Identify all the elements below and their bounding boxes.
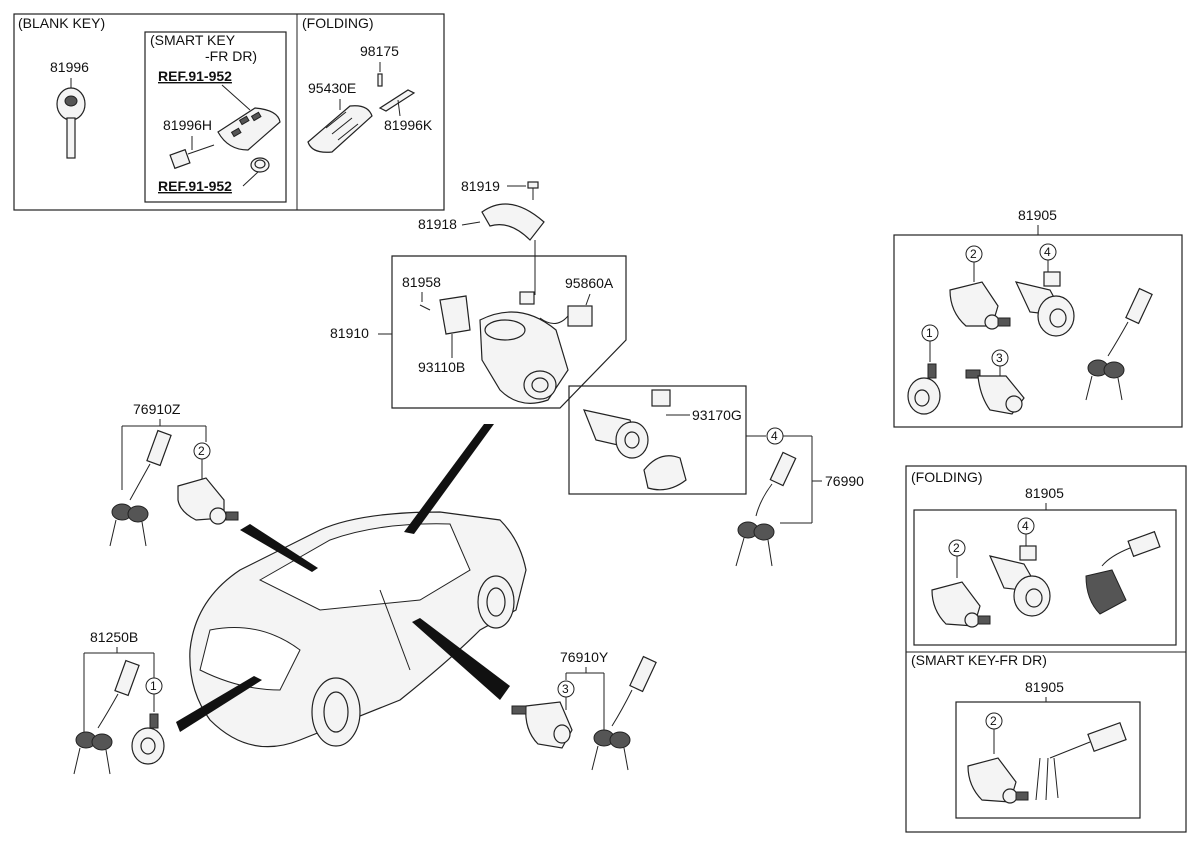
label-81918: 81918 [418,216,457,232]
callout-2-a-label: 2 [198,444,205,458]
pointer-trunk [176,676,262,732]
pointer-door-rh [412,618,510,700]
header-folding-top: (FOLDING) [302,15,374,31]
label-76990: 76990 [825,473,864,489]
label-76910y: 76910Y [560,649,609,665]
coin-battery-icon [250,157,270,173]
pointer-door-lh [240,524,318,572]
ref-label-1: REF.91-952 [158,68,232,84]
key-set-icon-81250b [73,659,140,775]
smart-key-set-icon [1035,721,1127,801]
small-screw-icon [419,304,431,311]
ignition-cylinder-icon-b [988,545,1051,617]
label-81250b: 81250B [90,629,138,645]
callout-3-b-label: 3 [996,351,1003,365]
header-smart-key-fr-dr: (SMART KEY-FR DR) [911,652,1047,668]
switch-body-icon [439,295,471,335]
pointer-ignition [404,424,494,534]
door-lock-icon-c [931,581,991,628]
door-lock-cylinder-icon-rh [511,701,573,749]
smart-key-frame [144,31,287,203]
car-icon [189,511,527,748]
header-folding-right: (FOLDING) [911,469,983,485]
trunk-cylinder-icon-a [907,363,941,415]
pin-icon [377,73,383,87]
ignition-connector-icon [519,291,593,327]
label-76910z: 76910Z [133,401,181,417]
smart-key-fob-icon [217,107,281,151]
label-81905-b: 81905 [1025,485,1064,501]
label-81996: 81996 [50,59,89,75]
top-left-frame [13,13,445,211]
trunk-lock-cylinder-icon [131,713,165,765]
label-81910: 81910 [330,325,369,341]
label-81905-c: 81905 [1025,679,1064,695]
label-93170g: 93170G [692,407,742,423]
header-smart-key-fr-dr: -FR DR) [205,48,257,64]
ignition-cylinder-icon-a [1014,271,1075,337]
label-81905-a: 81905 [1018,207,1057,223]
key-set-icon-a [1085,287,1153,401]
door-lock-cylinder-icon-lh [177,477,239,525]
callout-1-b-label: 1 [926,326,933,340]
lock-set-frame-a [893,234,1183,428]
right-outer-frame [905,465,1187,833]
callout-4-a-label: 4 [771,429,778,443]
callout-2-d-label: 2 [990,714,997,728]
label-81958: 81958 [402,274,441,290]
folding-key-icon-b [1085,530,1161,615]
emergency-key-icon [169,144,215,170]
shroud-icon [481,203,545,241]
callout-2-b-label: 2 [970,247,977,261]
callout-3-a-label: 3 [562,682,569,696]
key-set-icon-76910z [109,429,172,547]
ignition-frame [391,255,627,409]
label-81919: 81919 [461,178,500,194]
header-smart-key: (SMART KEY [150,32,236,48]
callout-2-c-label: 2 [953,541,960,555]
label-93110b: 93110B [418,359,465,375]
folding-key-fob-icon [307,105,373,153]
lock-set-frame-b [913,509,1177,646]
label-95860a: 95860A [565,275,614,291]
door-lock-icon-d [967,757,1029,804]
folding-key-blade-icon [378,89,416,112]
label-81996k: 81996K [384,117,433,133]
ref-label-2: REF.91-952 [158,178,232,194]
callout-4-c-label: 4 [1022,519,1029,533]
label-81996h: 81996H [163,117,212,133]
screw-icon [527,181,539,200]
label-98175: 98175 [360,43,399,59]
lock-set-frame-c [955,701,1141,819]
key-set-icon-76990 [735,451,797,567]
ignition-cylinder-icon [583,389,687,491]
key-set-icon-76910y [591,655,657,771]
callout-1-a-label: 1 [150,679,157,693]
ignition-lock-housing-icon [479,311,569,404]
callout-4-b-label: 4 [1044,245,1051,259]
door-lock-icon-a [949,281,1011,330]
door-lock-icon-b [965,369,1025,415]
blank-key-icon [56,87,86,159]
header-blank-key: (BLANK KEY) [18,15,105,31]
label-95430e: 95430E [308,80,356,96]
lock-cylinder-frame [568,385,747,495]
